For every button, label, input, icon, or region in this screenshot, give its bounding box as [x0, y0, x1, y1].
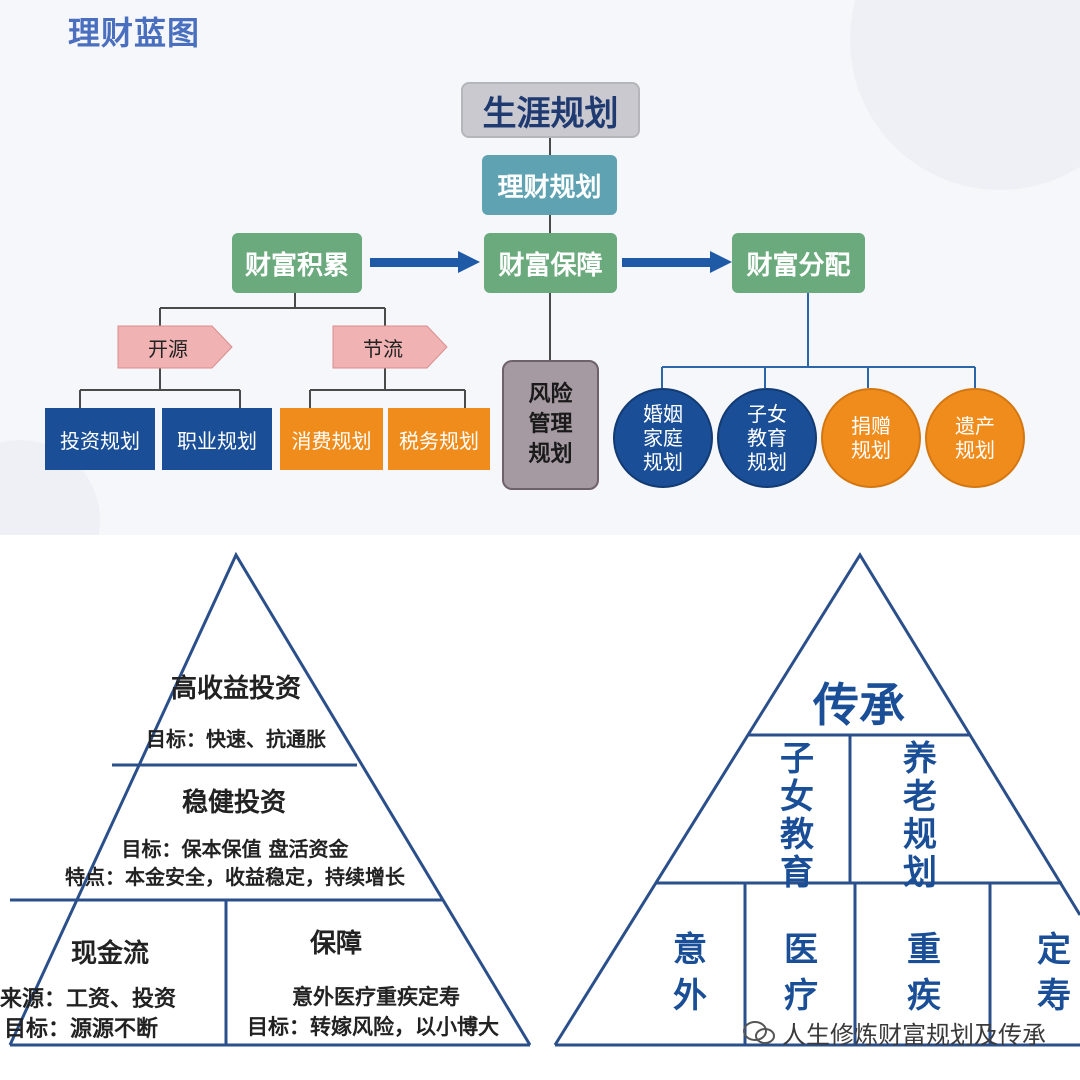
term-life-label: 定 寿 [1037, 930, 1071, 1016]
accident-label: 意 外 [673, 930, 707, 1016]
critical-illness-label: 重 疾 [907, 930, 941, 1016]
watermark: 人生修炼财富规划及传承 [742, 1015, 1046, 1050]
arrow-right-icon [622, 251, 732, 273]
investment-planning-box: 投资规划 [45, 408, 155, 470]
wechat-icon [743, 1020, 775, 1044]
protection-items: 意外医疗重疾定寿 [292, 985, 460, 1009]
consumption-planning-box: 消费规划 [280, 408, 383, 470]
protection-goal: 目标：转嫁风险，以小博大 [247, 1015, 499, 1039]
tax-planning-box: 税务规划 [388, 408, 490, 470]
watermark-text: 人生修炼财富规划及传承 [782, 1021, 1046, 1049]
inheritance-title: 传承 [813, 678, 905, 732]
cash-flow-goal: 目标：源源不断 [4, 1017, 159, 1042]
steady-investment-title: 稳健投资 [181, 788, 286, 818]
wealth-distribution-box: 财富分配 [732, 233, 865, 293]
wealth-accumulation-box: 财富积累 [232, 233, 362, 293]
risk-management-box: 风险 管理 规划 [502, 360, 599, 490]
cash-flow-source: 来源：工资、投资 [0, 987, 177, 1012]
marriage-family-circle: 婚姻 家庭 规划 [613, 388, 713, 488]
steady-investment-feature: 特点：本金安全，收益稳定，持续增长 [65, 865, 405, 889]
connector-lines [79, 138, 976, 408]
blueprint-panel: 理财蓝图 [0, 0, 1080, 535]
protection-title: 保障 [309, 929, 362, 959]
legacy-circle: 遗产 规划 [925, 388, 1025, 488]
child-education-label: 子 女 教 育 [780, 739, 814, 893]
high-yield-goal: 目标：快速、抗通胀 [146, 727, 326, 751]
page-title: 理财蓝图 [68, 14, 201, 52]
high-yield-title: 高收益投资 [170, 674, 301, 704]
medical-label: 医 疗 [784, 930, 818, 1016]
wealth-protection-box: 财富保障 [484, 233, 617, 293]
pension-planning-label: 养 老 规 划 [903, 739, 937, 893]
pyramids-panel: 高收益投资 目标：快速、抗通胀 稳健投资 目标：保本保值 盘活资金 特点：本金安… [0, 535, 1080, 1080]
arrow-right-icon [370, 251, 480, 273]
cash-flow-title: 现金流 [70, 939, 149, 969]
save-flow-tag: 节流 [363, 336, 403, 361]
donation-circle: 捐赠 规划 [821, 388, 921, 488]
pyramid-outlines [8, 551, 1080, 1047]
steady-investment-goal: 目标：保本保值 盘活资金 [121, 837, 349, 861]
financial-planning-box: 理财规划 [482, 155, 617, 215]
open-source-tag: 开源 [148, 336, 188, 361]
child-education-circle: 子女 教育 规划 [717, 388, 817, 488]
career-planning-box: 生涯规划 [461, 82, 640, 138]
career-plan-box: 职业规划 [162, 408, 272, 470]
